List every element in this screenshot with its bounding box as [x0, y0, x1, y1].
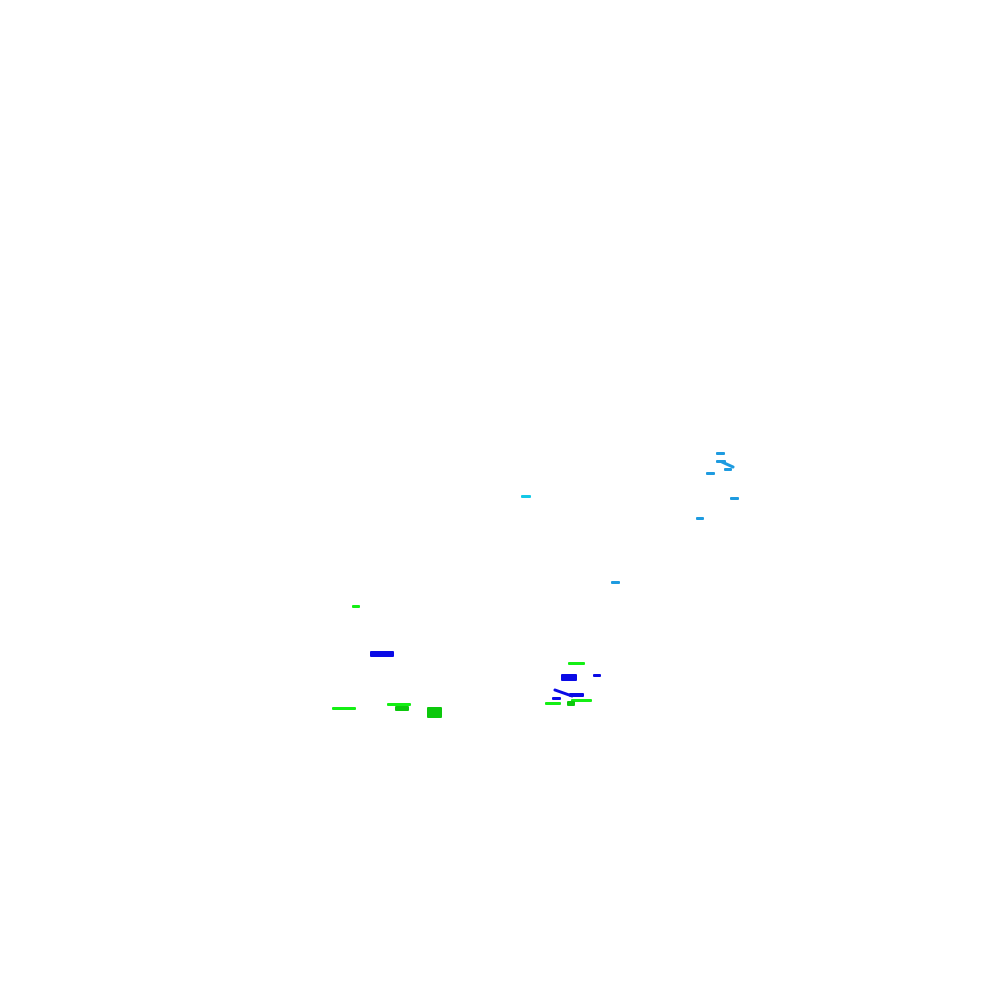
fragment-green [571, 699, 592, 702]
fragment-green [387, 703, 411, 706]
fragment-green [545, 702, 561, 705]
fragment-blue [569, 693, 584, 697]
fragment-green [568, 662, 585, 665]
fragment-green [352, 605, 360, 608]
fragment-blue [593, 674, 601, 677]
fragment-light-blue [696, 517, 704, 520]
fragment-light-blue [724, 468, 732, 471]
fragment-blue [552, 697, 561, 700]
fragment-light-blue [611, 581, 620, 584]
fragment-light-blue [730, 497, 739, 500]
fragment-dark-green [567, 701, 575, 706]
fragment-dark-green [427, 707, 442, 718]
fragment-light-blue [706, 472, 715, 475]
fragment-cyan [521, 495, 531, 498]
fragment-green [332, 707, 356, 710]
fragment-blue [370, 651, 394, 657]
fragment-light-blue [716, 452, 725, 455]
fragment-blue [561, 674, 577, 681]
fragment-dark-green [395, 706, 409, 711]
fragment-light-blue [716, 460, 726, 463]
